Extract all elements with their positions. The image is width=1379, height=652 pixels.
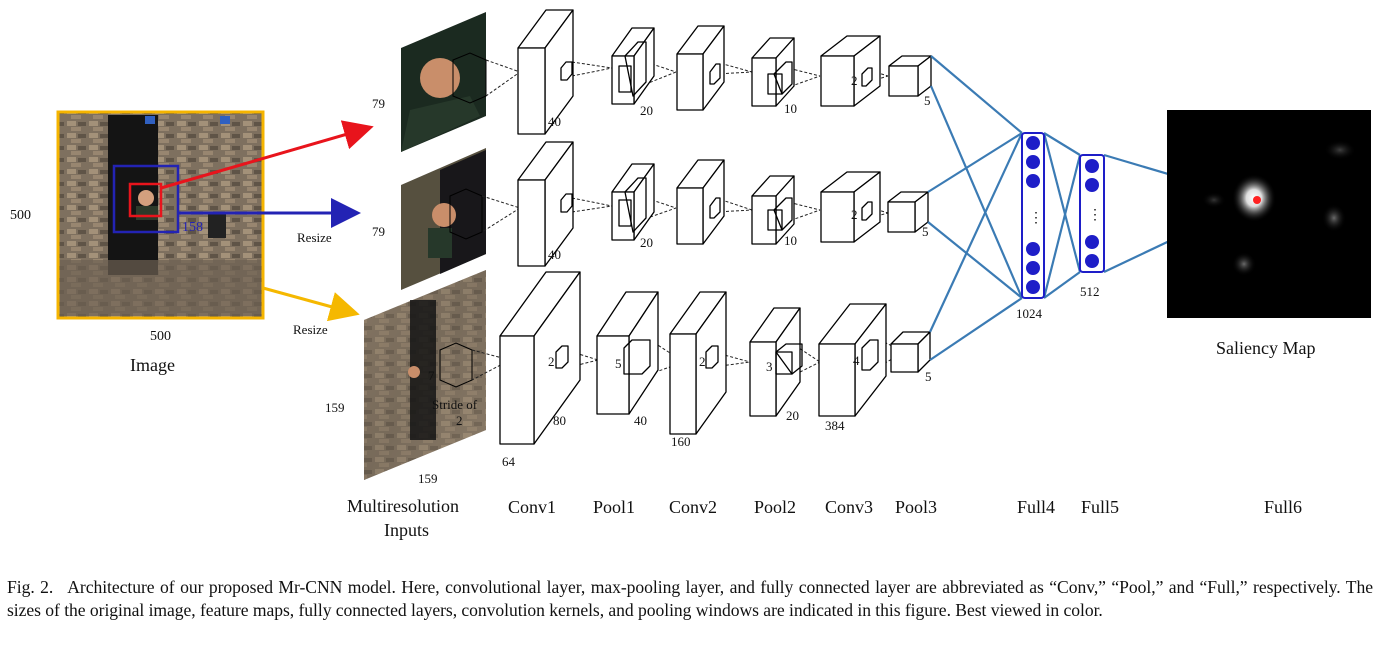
yellow-arrow [262,286,360,322]
row1-pool3-box [888,55,932,97]
row3-pool2-size: 20 [786,408,799,423]
resize-label-1: Resize [297,230,332,245]
row3-pool1-size: 40 [634,413,647,428]
input-3-size: 159 [325,400,345,415]
layer-label-full5: Full5 [1081,497,1119,517]
row3-conv3-box [818,303,887,417]
row1-conv3-box [820,35,881,107]
row3-conv3-depth: 384 [825,418,845,433]
row1-pool1-depth: 20 [640,103,653,118]
row3-conv1-box [499,271,581,445]
saliency-map-label: Saliency Map [1216,338,1315,358]
row3-conv1-size: 80 [553,413,566,428]
full4-units: 1024 [1016,306,1043,321]
row2-pool2-box [751,175,795,245]
input-3-kernel: 7 [428,368,435,383]
crop-size-label: 158 [182,220,203,235]
row1-conv3-kernel: 2 [851,73,858,88]
caption-label: Fig. 2. [7,577,54,597]
image-bottom-size: 500 [150,329,171,344]
inputs-label-1: Multiresolution [347,496,459,516]
figure-caption: Fig. 2.Architecture of our proposed Mr-C… [7,576,1373,622]
stride-label-1: Stride of [432,397,478,412]
saliency-map [1167,110,1371,318]
row2-conv1-depth: 40 [548,247,561,262]
stride-label-2: 2 [456,413,463,428]
row1-pool3-size: 5 [924,93,931,108]
row2-conv3-kernel: 2 [851,207,858,222]
input-image-1 [401,12,487,152]
caption-text: Architecture of our proposed Mr-CNN mode… [7,577,1373,620]
layer-labels: Multiresolution Inputs Conv1 Pool1 Conv2… [347,496,1302,540]
layer-label-conv2: Conv2 [669,497,717,517]
inputs-label-2: Inputs [384,520,429,540]
row1-pool2-box [751,37,795,107]
architecture-diagram: 500 500 Image 158 Resize Resize 79 79 15… [10,9,1371,540]
row3-pool2-window: 3 [766,359,773,374]
full4-vdots: ⋮ [1029,211,1043,226]
size-labels: 40 20 10 2 5 40 20 10 2 5 64 80 2 40 5 1… [502,73,932,469]
full5-units: 512 [1080,284,1100,299]
row2-conv3-box [820,171,881,243]
row3-pool2-box [749,307,803,417]
row1-pool2-depth: 10 [784,101,797,116]
layer-label-full6: Full6 [1264,497,1302,517]
original-image [56,110,265,320]
row2-pool1-depth: 20 [640,235,653,250]
input-3-bottom-size: 159 [418,471,438,486]
row3-conv2-depth: 160 [671,434,691,449]
layer-label-conv1: Conv1 [508,497,556,517]
row3-pool1-window: 5 [615,356,622,371]
row3-conv3-kernel: 4 [853,353,860,368]
row3-pool3-box [890,331,931,373]
row1-conv1-box [517,9,574,135]
row2-pool3-size: 5 [922,224,929,239]
row2-pool1-box [611,163,655,241]
row1-conv1-depth: 40 [548,114,561,129]
input-image-2 [401,148,486,290]
image-side-size: 500 [10,208,31,223]
row1-conv2-box [676,25,725,111]
row1-pool1-box [611,27,655,105]
layer-label-pool3: Pool3 [895,497,937,517]
row3-conv1-kernel: 2 [548,354,555,369]
input-1-size: 79 [372,96,385,111]
full5-layer: ⋮ [1079,154,1105,273]
layer-label-full4: Full4 [1017,497,1055,517]
resize-label-2: Resize [293,322,328,337]
input-2-size: 79 [372,224,385,239]
full5-vdots: ⋮ [1088,208,1102,223]
row3-conv2-kernel: 2 [699,354,706,369]
row2-conv1-box [517,141,574,267]
row2-pool3-box [887,191,929,233]
layer-label-conv3: Conv3 [825,497,873,517]
row3-pool1-box [596,291,659,415]
row3-conv1-depth: 64 [502,454,516,469]
row2-pool2-depth: 10 [784,233,797,248]
image-label: Image [130,355,175,375]
full4-layer: ⋮ [1021,132,1045,299]
layer-label-pool1: Pool1 [593,497,635,517]
layer-label-pool2: Pool2 [754,497,796,517]
input-image-3 [364,270,486,480]
row3-conv2-box [669,291,727,435]
row2-conv2-box [676,159,725,245]
red-arrow [160,120,374,190]
row3-pool3-size: 5 [925,369,932,384]
